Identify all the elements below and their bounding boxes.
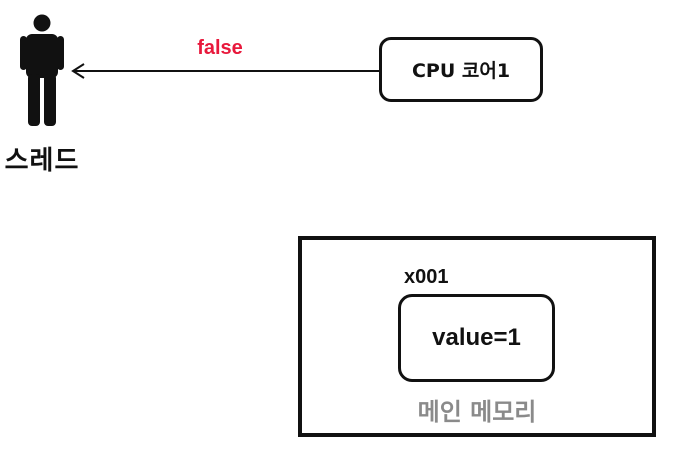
cpu-core-label: CPU 코어1 — [411, 60, 511, 82]
thread-person-icon — [18, 14, 66, 126]
arrow-label: false — [197, 37, 243, 59]
memory-value-box: value=1 — [398, 294, 555, 382]
memory-value-label: value=1 — [432, 324, 521, 351]
memory-address-label: x001 — [404, 266, 449, 288]
thread-label: 스레드 — [4, 146, 80, 176]
main-memory-label: 메인 메모리 — [417, 398, 537, 426]
false-arrow — [68, 58, 383, 84]
cpu-core-box: CPU 코어1 — [379, 37, 543, 102]
